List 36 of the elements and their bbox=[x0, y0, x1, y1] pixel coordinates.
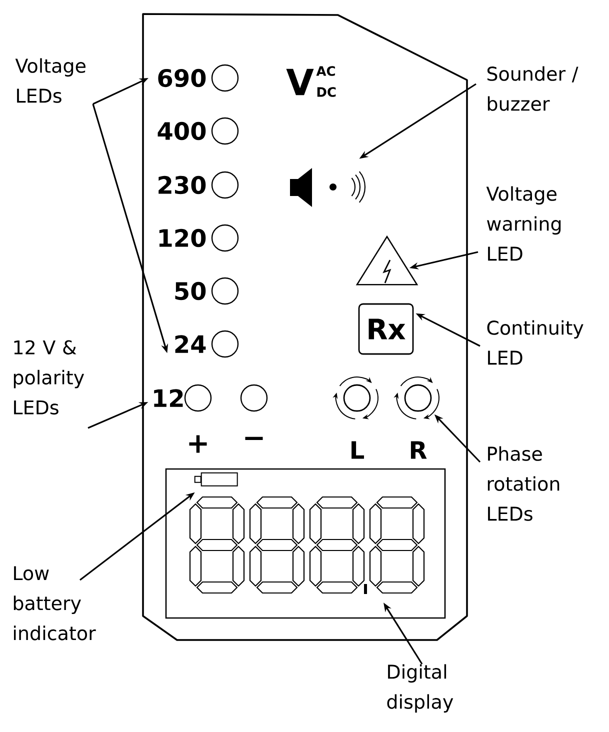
callout-label: Continuity LED bbox=[487, 320, 584, 365]
display-box bbox=[165, 468, 446, 619]
led-circle bbox=[211, 330, 239, 358]
voltage-value: 50 bbox=[175, 282, 206, 300]
callout-label: Phase rotation LEDs bbox=[488, 446, 560, 521]
callout-label: Voltage warning LED bbox=[486, 186, 561, 261]
callout-label: Digital display bbox=[387, 664, 454, 713]
callout-label: 12 V & polarity LEDs bbox=[14, 340, 84, 415]
battery-icon bbox=[194, 472, 238, 486]
voltage-value: 230 bbox=[158, 176, 206, 194]
phase-letter: R bbox=[410, 441, 427, 459]
voltage-value: 24 bbox=[175, 335, 206, 353]
polarity-sign: + bbox=[189, 435, 207, 453]
led-ring bbox=[332, 376, 378, 420]
callout-label: Sounder / buzzer bbox=[487, 66, 578, 111]
voltage-value: 120 bbox=[159, 228, 206, 248]
unit-symbol: DC bbox=[317, 87, 336, 97]
callout-label: Low battery indicator bbox=[14, 566, 96, 640]
voltage-value: 12 bbox=[154, 389, 183, 407]
phase-letter: L bbox=[352, 441, 364, 459]
led-circle bbox=[211, 171, 239, 199]
led-circle bbox=[240, 384, 268, 412]
continuity-box: Rx bbox=[358, 303, 414, 355]
unit-symbol: V bbox=[286, 68, 314, 96]
led-circle bbox=[211, 117, 239, 145]
led-circle bbox=[211, 277, 239, 305]
voltage-value: 400 bbox=[158, 122, 206, 140]
led-circle bbox=[211, 64, 239, 92]
callout-label: Voltage LEDs bbox=[15, 58, 86, 103]
speaker-icon bbox=[290, 168, 366, 207]
voltage-value: 690 bbox=[158, 68, 206, 88]
led-ring bbox=[394, 376, 440, 420]
led-circle bbox=[211, 224, 239, 252]
led-circle bbox=[184, 384, 212, 412]
unit-symbol: AC bbox=[316, 66, 335, 76]
polarity-sign: − bbox=[245, 436, 263, 440]
